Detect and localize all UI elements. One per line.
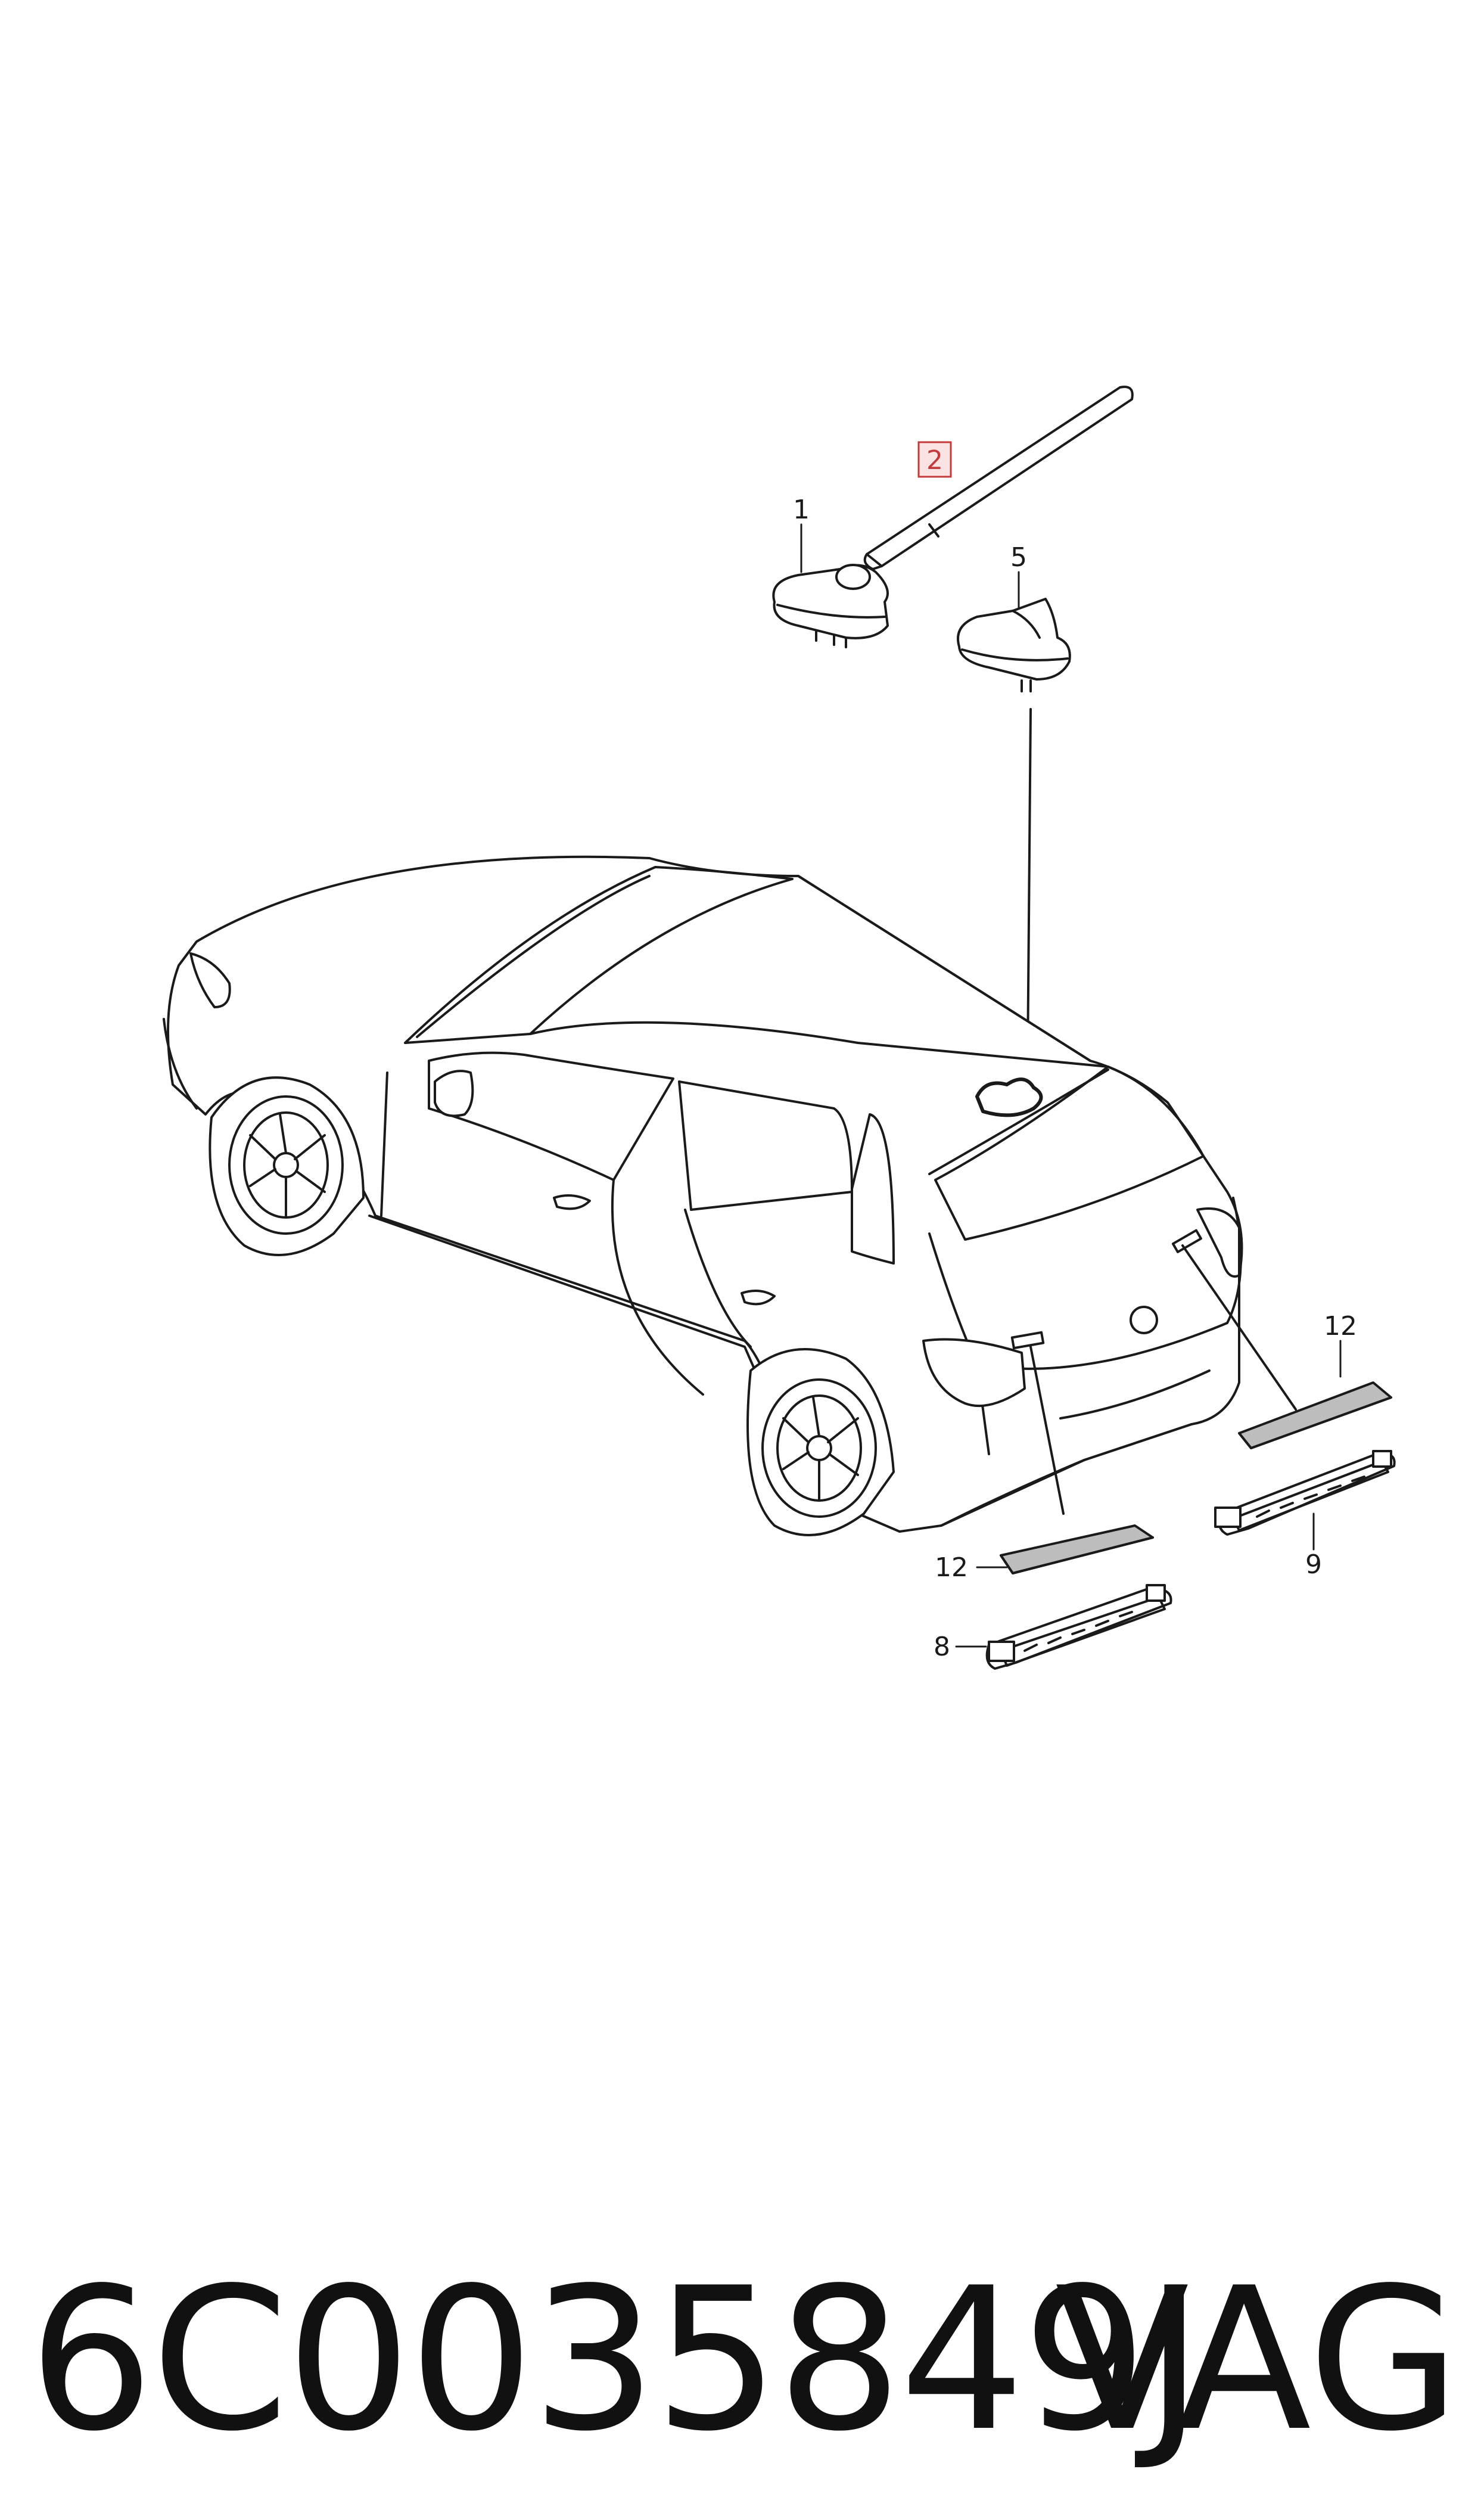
amplifier-mount-right xyxy=(1171,1229,1202,1253)
callout-12-left: 12 xyxy=(935,1552,968,1583)
callout-1: 1 xyxy=(793,495,810,525)
callout-12-right: 12 xyxy=(1324,1311,1357,1341)
callout-9: 9 xyxy=(1305,1549,1322,1580)
rear-wheel xyxy=(746,1348,895,1536)
adhesive-pad-12-right xyxy=(1238,1381,1392,1449)
amplifier-module-part-8 xyxy=(985,1584,1172,1670)
callout-2-highlight xyxy=(917,441,952,478)
callout-8: 8 xyxy=(934,1632,950,1662)
roof-antenna-mount xyxy=(975,1077,1043,1117)
exploded-parts-diagram: 2 1 5 12 9 12 8 xyxy=(163,386,1396,1670)
callout-5: 5 xyxy=(1010,542,1027,573)
antenna-base-part-1 xyxy=(772,523,889,648)
callout-2: 2 xyxy=(926,445,943,476)
shark-fin-antenna-part-5 xyxy=(957,571,1071,692)
antenna-rod-part-2 xyxy=(863,386,1134,570)
amplifier-module-part-9 xyxy=(1214,1450,1396,1536)
front-wheel xyxy=(209,1076,365,1256)
leader-line-roof xyxy=(1026,708,1032,1062)
brand-text: VAG xyxy=(1054,2245,1460,2474)
leader-line-left xyxy=(1029,1346,1065,1515)
amplifier-mount-left xyxy=(1010,1331,1045,1350)
part-number-text: 6C0035849J xyxy=(29,2245,1203,2474)
adhesive-pad-12-left xyxy=(1000,1524,1154,1574)
leader-line-right xyxy=(1181,1244,1297,1411)
